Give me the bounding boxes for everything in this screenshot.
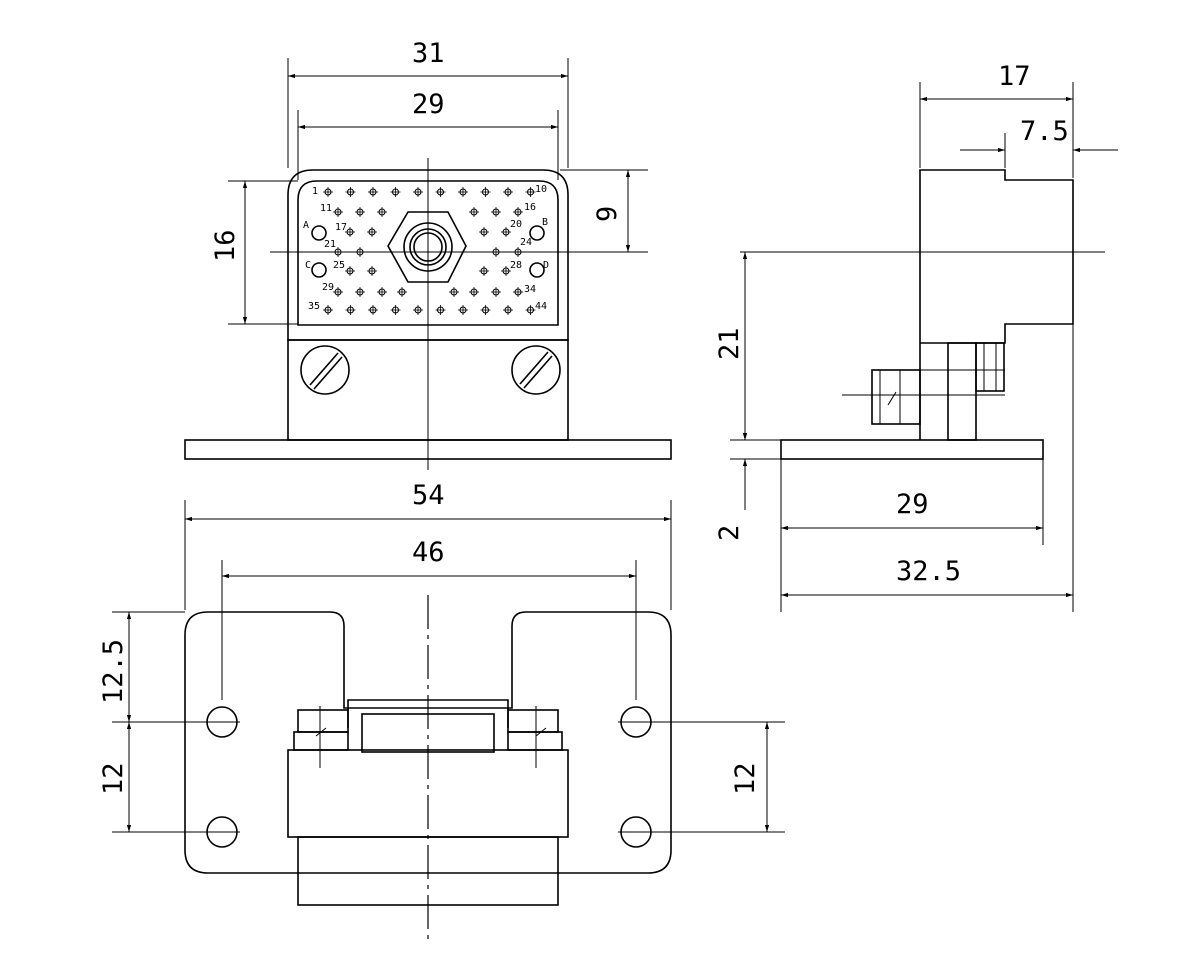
pin-label-a: A [303,220,309,231]
dim-2: 2 [714,525,745,541]
pin-label-10: 10 [535,184,547,195]
front-view: 1 10 11 16 17 20 21 24 25 28 29 34 35 44… [184,38,672,470]
screw-right [511,345,561,395]
side-body [919,169,1074,440]
plate-outline [184,611,672,874]
pin-label-20: 20 [510,219,522,230]
pin-label-21: 21 [324,239,336,250]
dim-46: 46 [412,537,445,568]
dim-29-front: 29 [412,89,445,120]
pin-label-b: B [542,217,548,228]
dim-32-5: 32.5 [896,556,961,587]
dim-21: 21 [714,327,745,360]
dim-9: 9 [592,206,623,222]
bottom-view: 54 46 12.5 12 12 [98,480,785,945]
dim-12-left: 12 [98,762,129,795]
dim-12-5: 12.5 [98,639,129,704]
side-base-plate [780,439,1044,460]
pin-label-17: 17 [335,222,347,233]
pin-labels: 1 10 11 16 17 20 21 24 25 28 29 34 35 44… [303,184,549,312]
pin-label-35: 35 [308,301,320,312]
dim-31: 31 [412,38,445,69]
connector-housing [287,169,569,341]
screw-left [300,345,350,395]
contact-pins [323,187,536,315]
hex-nut [387,211,467,283]
side-view: 17 7.5 21 2 29 32.5 [714,61,1118,612]
pin-label-c: C [305,260,311,271]
pin-label-1: 1 [312,186,318,197]
pin-label-16: 16 [524,202,536,213]
dim-29-side: 29 [896,489,929,520]
pin-label-d: D [543,260,549,271]
dim-12-right: 12 [730,762,761,795]
dim-17: 17 [998,61,1031,92]
pin-label-44: 44 [535,301,547,312]
dim-16: 16 [210,229,241,262]
pin-label-34: 34 [524,284,536,295]
pin-label-11: 11 [320,203,332,214]
pin-label-25: 25 [333,260,345,271]
side-screw-head [871,369,921,425]
dim-7-5: 7.5 [1020,116,1069,147]
pin-label-28: 28 [510,260,522,271]
pin-label-24: 24 [520,237,532,248]
pin-label-29: 29 [322,282,334,293]
dim-54: 54 [412,480,445,511]
